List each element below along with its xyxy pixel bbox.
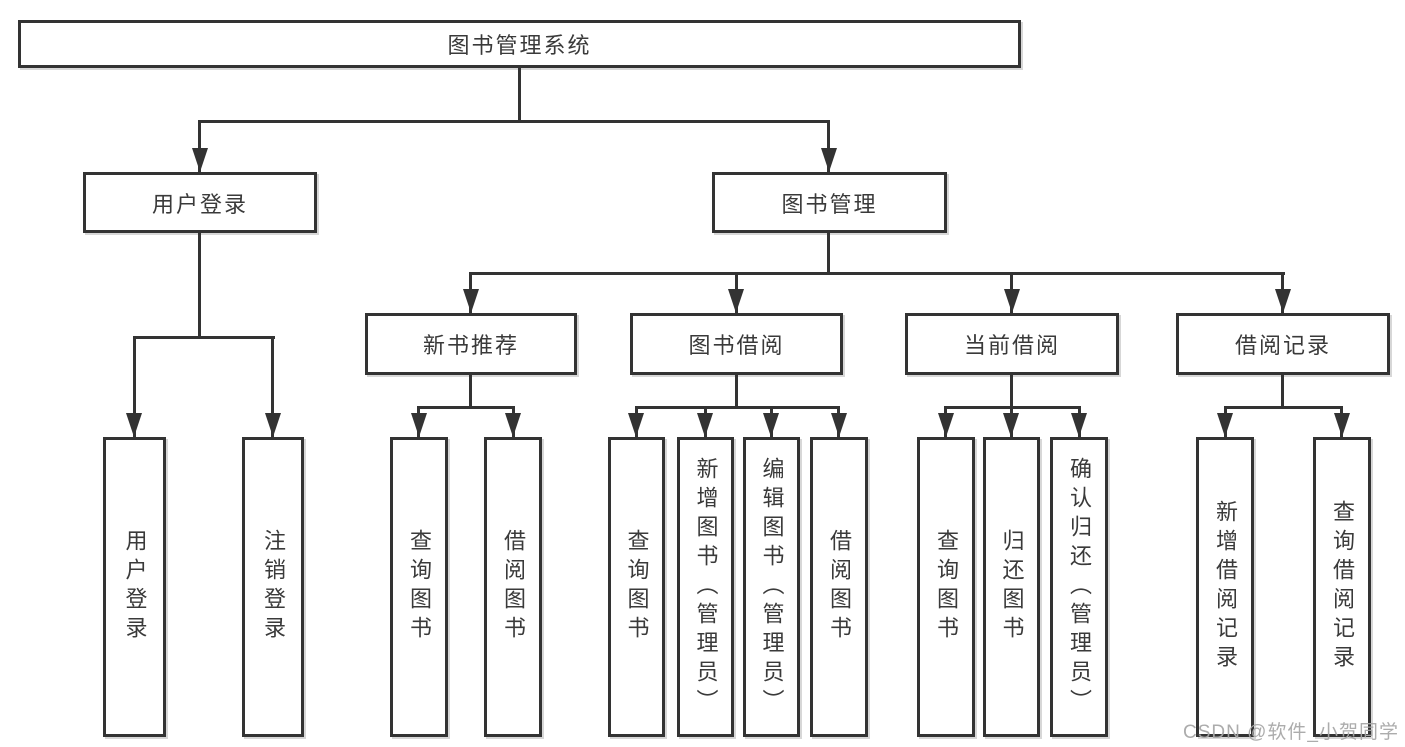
node-new-book-recommend: 新书推荐 — [365, 313, 577, 375]
arrow-down-icon — [763, 413, 779, 437]
leaf-current-confirm-return-admin-label: 确认归还（管理员） — [1067, 456, 1092, 718]
arrow-down-icon — [628, 413, 644, 437]
leaf-current-query-books-label: 查询图书 — [934, 529, 959, 645]
arrow-down-icon — [1071, 413, 1087, 437]
connector-line — [1281, 375, 1284, 406]
leaf-newbooks-borrow-books-label: 借阅图书 — [501, 529, 526, 645]
connector-line — [735, 375, 738, 406]
leaf-borrowing-edit-books-admin: 编辑图书（管理员） — [743, 437, 800, 737]
arrow-down-icon — [505, 413, 521, 437]
arrow-down-icon — [1334, 413, 1350, 437]
connector-line — [1224, 406, 1342, 409]
leaf-newbooks-borrow-books: 借阅图书 — [484, 437, 542, 737]
watermark-text: CSDN @软件_小贺同学 — [1183, 722, 1399, 743]
connector-line — [198, 233, 201, 336]
arrow-down-icon — [831, 413, 847, 437]
arrow-down-icon — [1004, 289, 1020, 313]
connector-line — [469, 375, 472, 406]
connector-line — [198, 120, 201, 172]
leaf-current-query-books: 查询图书 — [917, 437, 975, 737]
leaf-records-add-record: 新增借阅记录 — [1196, 437, 1254, 737]
leaf-borrowing-query-books-label: 查询图书 — [624, 529, 650, 645]
connector-line — [518, 68, 521, 120]
leaf-newbooks-query-books-label: 查询图书 — [407, 529, 432, 645]
arrow-down-icon — [697, 413, 713, 437]
leaf-borrowing-borrow-books-label: 借阅图书 — [827, 529, 852, 645]
leaf-borrowing-edit-books-admin-label: 编辑图书（管理员） — [759, 456, 785, 718]
leaf-current-confirm-return-admin: 确认归还（管理员） — [1050, 437, 1108, 737]
leaf-logout: 注销登录 — [242, 437, 304, 737]
leaf-borrowing-add-books-admin: 新增图书（管理员） — [677, 437, 734, 737]
leaf-current-return-books: 归还图书 — [983, 437, 1040, 737]
node-borrowing-records: 借阅记录 — [1176, 313, 1390, 375]
connector-line — [271, 336, 274, 437]
leaf-borrowing-query-books: 查询图书 — [608, 437, 665, 737]
node-current-borrowing: 当前借阅 — [905, 313, 1119, 375]
arrow-down-icon — [1217, 413, 1233, 437]
node-borrowing-records-label: 借阅记录 — [1234, 333, 1331, 358]
arrow-down-icon — [728, 289, 744, 313]
connector-line — [417, 406, 515, 409]
node-new-book-recommend-label: 新书推荐 — [422, 333, 519, 358]
arrow-down-icon — [1003, 413, 1019, 437]
leaf-current-return-books-label: 归还图书 — [999, 529, 1025, 645]
connector-line — [133, 336, 136, 437]
connector-line — [469, 272, 1285, 275]
arrow-down-icon — [1275, 289, 1291, 313]
arrow-down-icon — [938, 413, 954, 437]
leaf-user-login: 用户登录 — [103, 437, 166, 737]
connector-line — [827, 120, 830, 172]
leaf-newbooks-query-books: 查询图书 — [390, 437, 448, 737]
node-current-borrowing-label: 当前借阅 — [963, 333, 1060, 358]
arrow-down-icon — [265, 413, 281, 437]
leaf-records-query-record: 查询借阅记录 — [1313, 437, 1371, 737]
leaf-records-add-record-label: 新增借阅记录 — [1213, 500, 1238, 674]
node-user-login-label: 用户登录 — [151, 191, 248, 217]
arrow-down-icon — [821, 148, 837, 172]
node-book-borrowing: 图书借阅 — [630, 313, 843, 375]
arrow-down-icon — [126, 413, 142, 437]
connector-line — [827, 233, 830, 272]
leaf-borrowing-add-books-admin-label: 新增图书（管理员） — [693, 456, 719, 718]
leaf-records-query-record-label: 查询借阅记录 — [1330, 500, 1355, 674]
arrow-down-icon — [192, 148, 208, 172]
connector-line — [1010, 375, 1013, 406]
connector-line — [133, 336, 275, 339]
leaf-user-login-label: 用户登录 — [122, 529, 148, 645]
node-root-system: 图书管理系统 — [18, 20, 1021, 68]
node-user-login: 用户登录 — [83, 172, 317, 233]
node-book-borrowing-label: 图书借阅 — [688, 333, 785, 358]
connector-line — [635, 406, 840, 409]
connector-line — [198, 120, 830, 123]
leaf-logout-label: 注销登录 — [261, 529, 286, 645]
node-book-management-label: 图书管理 — [781, 191, 878, 217]
node-book-management: 图书管理 — [712, 172, 947, 233]
arrow-down-icon — [411, 413, 427, 437]
arrow-down-icon — [463, 289, 479, 313]
node-root-label: 图书管理系统 — [447, 33, 592, 58]
leaf-borrowing-borrow-books: 借阅图书 — [810, 437, 868, 737]
